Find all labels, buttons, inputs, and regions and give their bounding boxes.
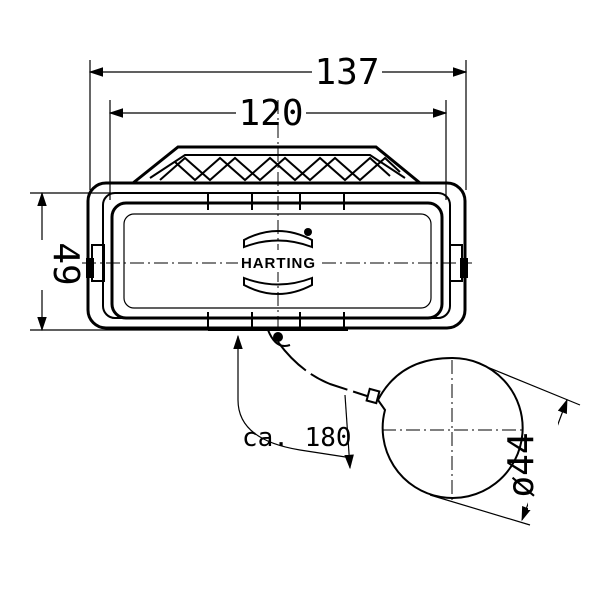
handle — [132, 145, 421, 185]
harting-logo: HARTING — [238, 228, 318, 295]
cable — [267, 329, 381, 405]
dimension-label-ring-diameter: ø44 — [501, 432, 542, 497]
dimension-ring-diameter: ø44 — [429, 359, 581, 526]
dimension-label-137: 137 — [314, 52, 379, 93]
logo-text: HARTING — [241, 255, 315, 272]
dimension-label-120: 120 — [238, 93, 303, 134]
ring — [376, 356, 524, 499]
housing — [86, 181, 468, 331]
dimension-cable-length: ca. 180 — [233, 334, 354, 470]
dimension-label-49: 49 — [45, 242, 86, 285]
dimension-137: 137 — [88, 52, 468, 190]
dimension-49: 49 — [24, 191, 240, 332]
dimension-120: 120 — [108, 93, 448, 200]
dimension-label-cable-length: ca. 180 — [242, 423, 352, 453]
